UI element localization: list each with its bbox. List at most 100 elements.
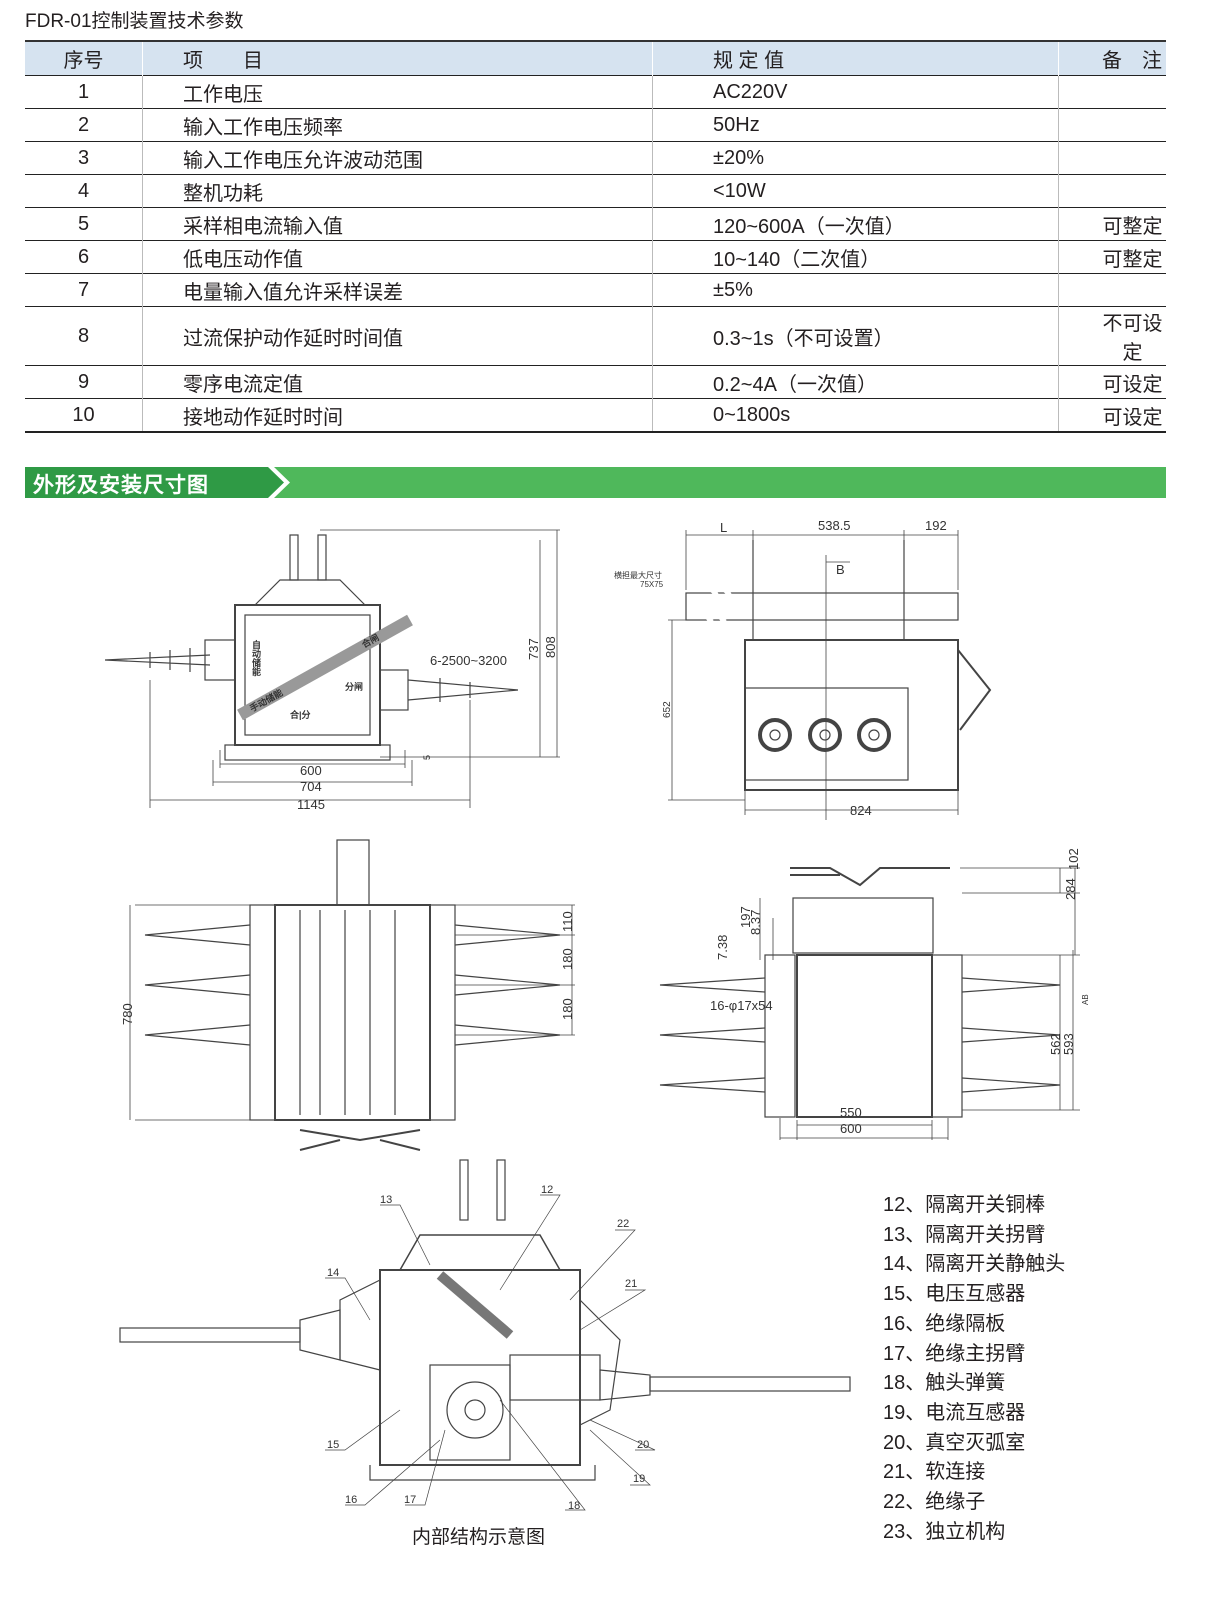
dim-562: 562 <box>1048 1033 1063 1055</box>
callout-12: 12 <box>541 1184 553 1196</box>
cell-item: 低电压动作值 <box>142 240 653 274</box>
label-auto: 自动储能 <box>251 639 261 677</box>
right-bushing-base <box>379 669 409 711</box>
dim-span: 6-2500~3200 <box>430 653 507 668</box>
bottom-view: 102 284 197 8.37 7.38 16-φ17x54 562 593 … <box>659 848 1090 1140</box>
cell-remark: 可整定 <box>1058 240 1166 274</box>
cell-value: 0.3~1s（不可设置） <box>652 306 1059 366</box>
dim-737: 737 <box>526 638 541 660</box>
dim-5: 5 <box>422 755 432 760</box>
dim-808: 808 <box>543 636 558 658</box>
right-bushing <box>407 678 519 702</box>
legend-item: 15、电压互感器 <box>883 1283 1026 1306</box>
bushings-bottom <box>659 977 1061 1093</box>
legend-item: 22、绝缘子 <box>883 1491 986 1514</box>
dim-284: 284 <box>1063 878 1078 900</box>
isolator-arm <box>436 1271 514 1339</box>
cell-remark: 可整定 <box>1058 207 1166 241</box>
cell-remark: 可设定 <box>1058 398 1166 433</box>
internal-caption: 内部结构示意图 <box>412 1527 546 1548</box>
dim-652: 652 <box>662 701 673 718</box>
cell-remark <box>1058 273 1166 307</box>
cell-index: 6 <box>25 240 143 274</box>
crossarm <box>685 592 959 621</box>
cell-value: ±20% <box>652 141 1059 175</box>
cell-value: 50Hz <box>652 108 1059 142</box>
mechanism-box <box>792 897 934 954</box>
dim-8-37: 8.37 <box>748 910 763 935</box>
legend-item: 13、隔离开关拐臂 <box>883 1223 1046 1246</box>
header-item: 项 目 <box>142 40 653 76</box>
ct-housing <box>744 687 909 781</box>
front-view: 自动储能 手动储能 合闸 分闸 合|分 600 704 1145 6-2500~… <box>104 529 560 812</box>
dim-7-38: 7.38 <box>715 935 730 960</box>
vacuum-interrupter <box>509 1354 601 1401</box>
legend-item: 21、软连接 <box>883 1461 986 1484</box>
legend-item: 23、独立机构 <box>883 1520 1006 1543</box>
cell-value: <10W <box>652 174 1059 208</box>
header-value: 规 定 值 <box>652 40 1059 76</box>
table-header-row: 序号 项 目 规 定 值 备 注 <box>25 40 1166 76</box>
dim-1145: 1145 <box>297 797 325 812</box>
cell-index: 4 <box>25 174 143 208</box>
side-view: L 538.5 192 B 652 824 横担最大尺寸 75X75 <box>614 518 992 820</box>
header-index: 序号 <box>25 40 143 76</box>
cell-item: 输入工作电压频率 <box>142 108 653 142</box>
cell-value: ±5% <box>652 273 1059 307</box>
cell-value: AC220V <box>652 75 1059 109</box>
cell-item: 整机功耗 <box>142 174 653 208</box>
legend-item: 19、电流互感器 <box>883 1401 1026 1424</box>
cell-value: 120~600A（一次值） <box>652 207 1059 241</box>
callout-15: 15 <box>327 1439 339 1451</box>
callout-14: 14 <box>327 1267 339 1279</box>
cell-index: 9 <box>25 365 143 399</box>
dim-550: 550 <box>840 1105 862 1120</box>
cell-index: 8 <box>25 306 143 366</box>
cell-index: 3 <box>25 141 143 175</box>
cell-remark <box>1058 75 1166 109</box>
header-remark: 备 注 <box>1058 40 1166 76</box>
callout-16: 16 <box>345 1494 357 1506</box>
cell-index: 2 <box>25 108 143 142</box>
label-B: B <box>836 562 845 577</box>
label-open: 分闸 <box>345 681 363 692</box>
left-conductor <box>119 1327 301 1343</box>
section-tab: 外形及安装尺寸图 <box>25 467 287 498</box>
switch-body-top <box>274 904 431 1121</box>
top-cover <box>254 579 366 606</box>
dim-110: 110 <box>560 911 575 932</box>
cell-item: 接地动作延时时间 <box>142 398 653 433</box>
left-bushing-base <box>204 639 236 681</box>
document-title: FDR-01控制装置技术参数 <box>25 11 244 32</box>
pole <box>336 839 370 906</box>
dim-600: 600 <box>300 763 322 778</box>
dim-197: 197 <box>738 906 753 928</box>
callout-21: 21 <box>625 1278 637 1290</box>
terminal-rod <box>289 534 299 581</box>
callout-17: 17 <box>404 1494 416 1506</box>
label-AB: AB <box>1081 994 1090 1005</box>
label-hz: 合|分 <box>290 709 311 720</box>
cell-item: 工作电压 <box>142 75 653 109</box>
dim-192: 192 <box>925 518 947 533</box>
callout-22: 22 <box>617 1218 629 1230</box>
base-frame <box>224 744 391 761</box>
legend-item: 14、隔离开关静触头 <box>883 1253 1066 1276</box>
cell-remark: 可设定 <box>1058 365 1166 399</box>
left-bushing <box>104 648 211 672</box>
right-conductor <box>649 1376 851 1392</box>
callout-13: 13 <box>380 1194 392 1206</box>
legend-item: 12、隔离开关铜棒 <box>883 1194 1046 1216</box>
cell-item: 电量输入值允许采样误差 <box>142 273 653 307</box>
